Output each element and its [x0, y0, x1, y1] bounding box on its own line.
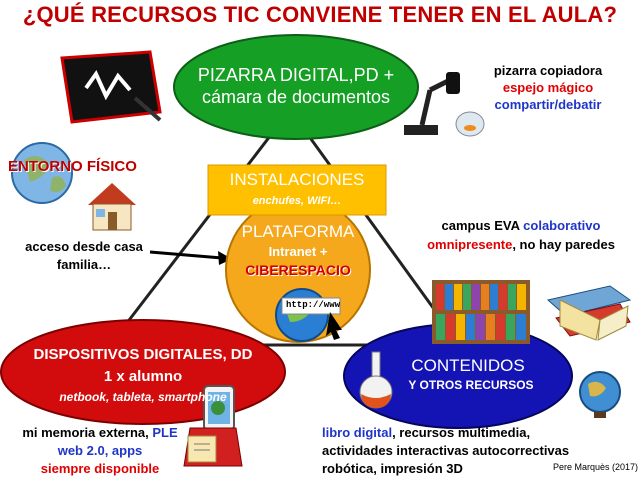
instalaciones-box	[207, 164, 387, 216]
memoria-ple: PLE	[152, 425, 178, 440]
instalaciones-title: INSTALACIONES	[229, 170, 365, 189]
author-credit: Pere Marquès (2017)	[552, 462, 638, 472]
memoria-apps: , apps	[104, 443, 143, 458]
recursos-robotica: robótica, impresión 3D	[322, 461, 463, 476]
dispositivos-line2: 1 x alumno	[103, 368, 183, 385]
browser-globe-icon	[275, 288, 342, 342]
memoria-text: mi memoria externa, PLE web 2.0, apps si…	[2, 424, 198, 478]
entorno-line1: acceso desde casa	[25, 239, 143, 254]
whiteboard-icon	[60, 50, 162, 124]
document-camera-icon	[404, 72, 485, 137]
instalaciones-sub: enchufes, WIFI…	[252, 195, 342, 207]
arrow-head	[218, 251, 232, 265]
recursos-multimedia: , recursos multimedia,	[392, 425, 531, 440]
recursos-libro: libro digital	[322, 425, 393, 440]
connector-triangle	[106, 107, 463, 347]
browser-url: http://www	[286, 300, 341, 310]
devices-icon	[183, 385, 243, 467]
pizarra-label: PIZARRA DIGITAL,PD + cámara de documento…	[180, 64, 412, 108]
flask-icon	[359, 351, 393, 409]
memoria-siempre: siempre disponible	[40, 461, 160, 476]
plataforma-title: PLATAFORMA	[241, 222, 355, 241]
note-pizarra-copiadora: pizarra copiadora	[493, 63, 603, 78]
campus-colaborativo: colaborativo	[523, 218, 601, 233]
pizarra-ellipse	[173, 34, 419, 140]
campus-omnipresente: omnipresente	[427, 237, 513, 252]
memoria-externa: mi memoria externa,	[22, 425, 149, 440]
pizarra-line1: PIZARRA DIGITAL,PD +	[197, 65, 395, 85]
contenidos-sub: Y OTROS RECURSOS	[408, 378, 534, 392]
arrow-line	[149, 250, 223, 260]
entorno-text: acceso desde casa familia…	[14, 238, 154, 274]
campus-text: campus EVA colaborativo omnipresente, no…	[408, 216, 634, 254]
note-espejo-magico: espejo mágico	[502, 80, 594, 95]
pizarra-line2: cámara de documentos	[201, 87, 391, 107]
pizarra-notes: pizarra copiadora espejo mágico comparti…	[468, 62, 628, 113]
campus-no-paredes: , no hay paredes	[512, 237, 615, 252]
entorno-line2: familia…	[56, 257, 112, 272]
memoria-web20: web 2.0	[57, 443, 105, 458]
entorno-title: ENTORNO FÍSICO	[8, 158, 137, 175]
note-compartir-debatir: compartir/debatir	[494, 97, 602, 112]
dispositivos-line1: DISPOSITIVOS DIGITALES, DD	[33, 346, 253, 363]
page-title: ¿QUÉ RECURSOS TIC CONVIENE TENER EN EL A…	[22, 2, 618, 27]
campus-eva: campus EVA	[441, 218, 520, 233]
desk-globe-icon	[579, 371, 621, 418]
house-icon	[88, 183, 136, 231]
globe-icon	[11, 142, 73, 204]
books-stack-icon	[546, 285, 632, 341]
dispositivos-line3: netbook, tableta, smartphone	[59, 390, 227, 404]
plataforma-line2: CIBERESPACIO	[245, 262, 351, 278]
recursos-actividades: actividades interactivas autocorrectivas	[322, 443, 570, 458]
bookshelf-icon	[432, 280, 530, 344]
recursos-text: libro digital, recursos multimedia, acti…	[322, 424, 638, 478]
plataforma-line1: Intranet +	[268, 244, 328, 259]
contenidos-title: CONTENIDOS	[411, 356, 525, 375]
